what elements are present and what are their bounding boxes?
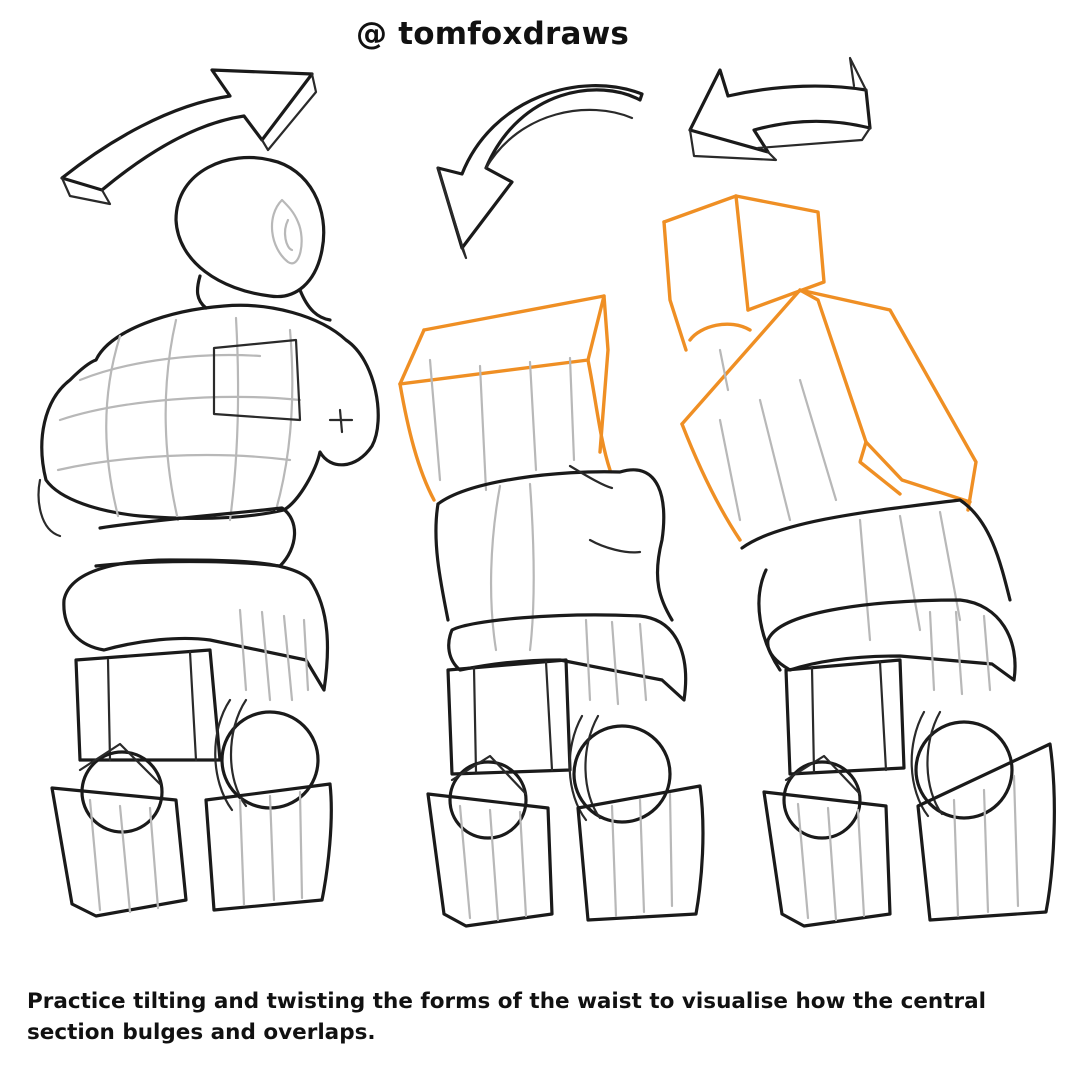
rotate-right-arrow xyxy=(60,68,318,206)
curve-down-arrow xyxy=(436,84,644,260)
figure-twisting xyxy=(662,194,1056,928)
curve-back-arrow xyxy=(688,56,872,162)
figure-rotating xyxy=(37,155,380,918)
caption: Practice tilting and twisting the forms … xyxy=(27,989,986,1045)
waist-sketch-illustration xyxy=(37,56,1056,928)
figure-tilting-forward xyxy=(398,294,705,928)
artist-credit: @ tomfoxdraws xyxy=(356,16,630,52)
